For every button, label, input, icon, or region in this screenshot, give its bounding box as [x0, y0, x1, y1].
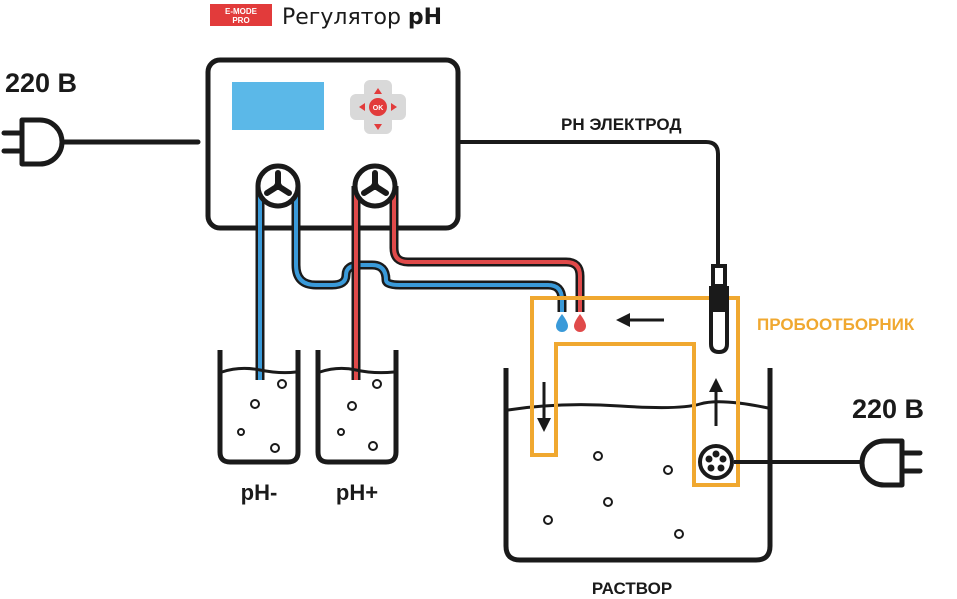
circulation-pump-icon — [698, 444, 734, 480]
brand-logo: E-MODE PRO — [210, 4, 272, 26]
arrow-right-icon[interactable] — [391, 103, 397, 111]
page-title: Регулятор pH — [282, 5, 442, 30]
drop-base-icon — [574, 314, 586, 332]
power-plug-left-icon — [1, 117, 201, 167]
page-title-bold: pH — [408, 5, 442, 30]
arrow-up-icon[interactable] — [374, 88, 382, 94]
ph-plus-label: pH+ — [336, 480, 378, 505]
peristaltic-pump-base-icon — [352, 163, 398, 209]
electrode-label: PH ЭЛЕКТРОД — [561, 115, 681, 134]
power-label-right: 220 В — [852, 394, 924, 424]
page-title-regular: Регулятор — [282, 5, 408, 30]
controller-unit: OK — [205, 57, 461, 231]
controller-display — [232, 82, 324, 130]
canister-ph-minus — [217, 350, 301, 465]
tube-acid-out — [294, 186, 564, 312]
arrow-down-flow-icon — [537, 382, 551, 432]
power-label-left: 220 В — [5, 68, 77, 98]
canister-ph-plus — [315, 350, 399, 465]
solution-label: РАСТВОР — [592, 579, 672, 598]
peristaltic-pump-acid-icon — [255, 163, 301, 209]
tube-base-out — [392, 186, 582, 312]
sampler-loop — [530, 296, 740, 487]
power-plug-right-icon — [859, 438, 923, 488]
drop-acid-icon — [556, 314, 568, 332]
ok-button-label: OK — [373, 105, 384, 112]
logo-text-line-1: E-MODE — [225, 7, 258, 16]
ok-button[interactable] — [369, 98, 387, 116]
sampler-label: ПРОБООТБОРНИК — [757, 315, 915, 334]
arrow-up-flow-icon — [709, 378, 723, 426]
ph-minus-label: pH- — [241, 480, 278, 505]
ph-electrode-probe — [709, 264, 729, 355]
controller-keypad[interactable]: OK — [350, 80, 406, 134]
arrow-down-icon[interactable] — [374, 124, 382, 130]
electrode-cable — [460, 140, 720, 268]
arrow-left-flow-icon — [616, 313, 664, 327]
logo-text-line-2: PRO — [232, 16, 249, 25]
arrow-left-icon[interactable] — [359, 103, 365, 111]
